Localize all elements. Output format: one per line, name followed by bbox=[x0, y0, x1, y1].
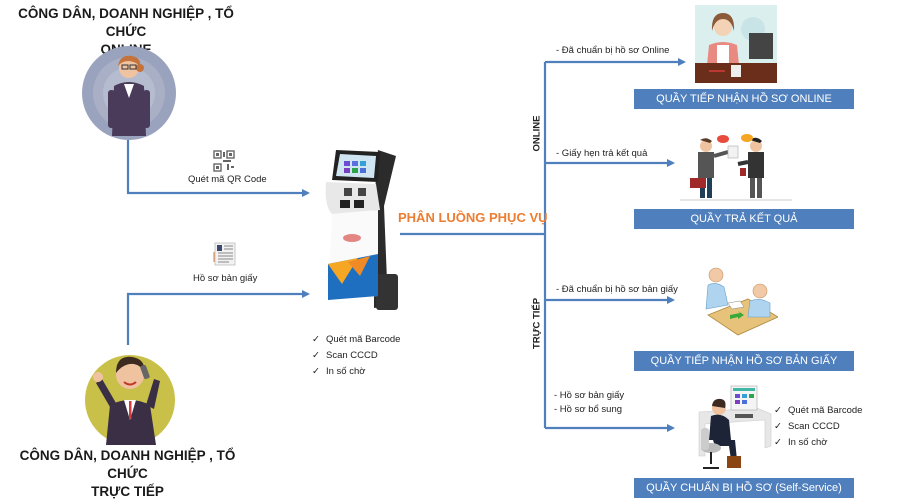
check-icon: ✓ bbox=[774, 421, 782, 432]
kiosk-icon bbox=[318, 146, 402, 316]
routing-title: PHÂN LUỒNG PHỤC VỤ bbox=[398, 210, 548, 225]
kiosk-feature-label: In số chờ bbox=[326, 366, 366, 377]
selfservice-feature-list: ✓ Quét mã Barcode ✓ Scan CCCD ✓ In số chờ bbox=[774, 403, 862, 451]
check-icon: ✓ bbox=[312, 334, 320, 345]
desk-meeting-icon bbox=[698, 265, 779, 337]
branch-online-label: ONLINE bbox=[531, 115, 543, 152]
kiosk-feature-item: ✓ Scan CCCD bbox=[312, 348, 400, 364]
businesswoman-avatar-icon bbox=[82, 46, 176, 140]
self-service-workstation-icon bbox=[695, 384, 773, 472]
edge-label-paper-supplement-2: - Hồ sơ bổ sung bbox=[554, 404, 623, 415]
edge-label-paper-dossier: - Đã chuẩn bị hồ sơ bản giấy bbox=[556, 284, 678, 295]
online-to-kiosk-arrow bbox=[126, 140, 310, 197]
counter-online-reception: QUẦY TIẾP NHẬN HỒ SƠ ONLINE bbox=[634, 89, 854, 109]
receptionist-icon bbox=[695, 5, 777, 83]
edge-label-paper-supplement-1: - Hồ sơ bản giấy bbox=[554, 390, 625, 401]
edge-label-result-appointment: - Giấy hẹn trả kết quả bbox=[556, 148, 648, 159]
handshake-exchange-icon bbox=[680, 132, 792, 202]
check-icon: ✓ bbox=[312, 366, 320, 377]
paper-dossier-label: Hồ sơ bản giấy bbox=[193, 273, 258, 284]
selfservice-feature-item: ✓ In số chờ bbox=[774, 435, 862, 451]
check-icon: ✓ bbox=[312, 350, 320, 361]
selfservice-feature-label: Scan CCCD bbox=[788, 421, 840, 432]
check-icon: ✓ bbox=[774, 405, 782, 416]
paper-document-icon bbox=[213, 242, 237, 266]
kiosk-feature-item: ✓ In số chờ bbox=[312, 364, 400, 380]
counter-paper-reception: QUẦY TIẾP NHẬN HỒ SƠ BẢN GIẤY bbox=[634, 351, 854, 371]
counter-result-return: QUẦY TRẢ KẾT QUẢ bbox=[634, 209, 854, 229]
kiosk-feature-label: Quét mã Barcode bbox=[326, 334, 401, 345]
online-actor-title-line1: CÔNG DÂN, DOANH NGHIỆP , TỔ CHỨC bbox=[18, 6, 234, 39]
selfservice-feature-item: ✓ Quét mã Barcode bbox=[774, 403, 862, 419]
selfservice-feature-item: ✓ Scan CCCD bbox=[774, 419, 862, 435]
edge-label-online-dossier: - Đã chuẩn bị hồ sơ Online bbox=[556, 45, 670, 56]
direct-to-kiosk-arrow bbox=[126, 290, 310, 345]
check-icon: ✓ bbox=[774, 437, 782, 448]
counter-self-service-prep: QUẦY CHUẨN BỊ HỒ SƠ (Self-Service) bbox=[634, 478, 854, 498]
direct-actor-title-line1: CÔNG DÂN, DOANH NGHIỆP , TỔ CHỨC bbox=[19, 448, 236, 481]
branch-direct-label: TRỰC TIẾP bbox=[531, 297, 543, 350]
qr-scan-label: Quét mã QR Code bbox=[188, 174, 267, 185]
kiosk-feature-label: Scan CCCD bbox=[326, 350, 378, 361]
direct-actor-title-line2: TRỰC TIẾP bbox=[91, 484, 164, 499]
businessman-phone-avatar-icon bbox=[84, 345, 176, 445]
kiosk-feature-list: ✓ Quét mã Barcode ✓ Scan CCCD ✓ In số chờ bbox=[312, 332, 400, 380]
selfservice-feature-label: Quét mã Barcode bbox=[788, 405, 863, 416]
kiosk-feature-item: ✓ Quét mã Barcode bbox=[312, 332, 400, 348]
selfservice-feature-label: In số chờ bbox=[788, 437, 828, 448]
direct-actor-title: CÔNG DÂN, DOANH NGHIỆP , TỔ CHỨC TRỰC TI… bbox=[0, 447, 255, 501]
qr-code-icon bbox=[213, 150, 235, 172]
